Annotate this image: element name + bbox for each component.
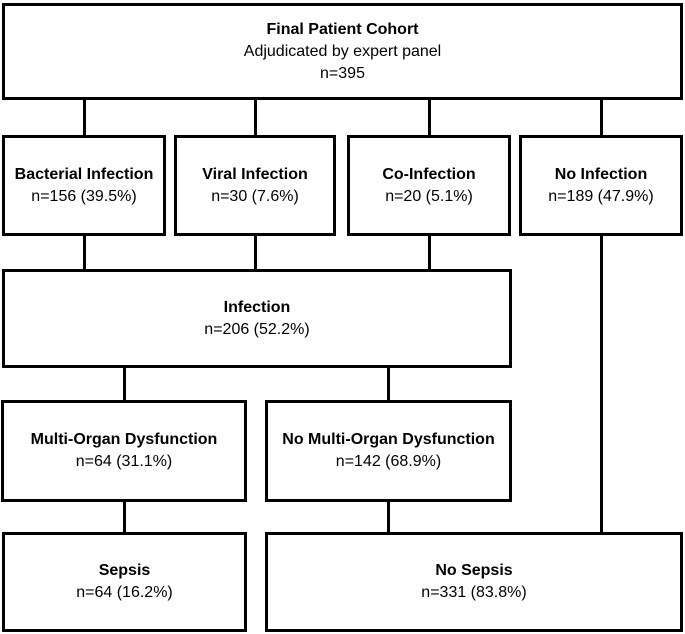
node-count: n=331 (83.8%)	[421, 584, 527, 601]
node-title: Sepsis	[98, 562, 151, 579]
connector-mod-to-sepsis	[122, 500, 126, 534]
node-viral-infection: Viral Infection n=30 (7.6%)	[174, 135, 336, 236]
node-title: Final Patient Cohort	[266, 20, 419, 38]
connector-cohort-to-noinfection	[599, 99, 603, 137]
connector-cohort-to-bacterial	[82, 99, 86, 137]
node-title: Multi-Organ Dysfunction	[30, 431, 218, 448]
node-count: n=20 (5.1%)	[385, 187, 473, 205]
node-multi-organ-dysfunction: Multi-Organ Dysfunction n=64 (31.1%)	[1, 400, 247, 502]
connector-cohort-to-coinfection	[427, 99, 431, 137]
node-title: Infection	[223, 298, 291, 316]
node-subtitle: Adjudicated by expert panel	[243, 42, 442, 60]
connector-infection-to-mod	[122, 366, 126, 402]
node-count: n=189 (47.9%)	[548, 187, 654, 205]
node-co-infection: Co-Infection n=20 (5.1%)	[347, 135, 511, 236]
node-count: n=64 (16.2%)	[76, 584, 173, 601]
node-no-sepsis: No Sepsis n=331 (83.8%)	[265, 532, 683, 632]
connector-infection-to-nomod	[386, 366, 390, 402]
node-title: No Infection	[554, 165, 648, 183]
node-count: n=64 (31.1%)	[75, 453, 173, 470]
node-count: n=142 (68.9%)	[335, 453, 442, 470]
node-title: No Sepsis	[435, 562, 513, 579]
node-sepsis: Sepsis n=64 (16.2%)	[2, 532, 247, 632]
connector-cohort-to-viral	[253, 99, 257, 137]
node-infection: Infection n=206 (52.2%)	[2, 269, 512, 368]
connector-viral-to-infection	[253, 235, 257, 271]
connector-noinfection-to-nosepsis	[599, 235, 603, 534]
node-bacterial-infection: Bacterial Infection n=156 (39.5%)	[2, 135, 166, 236]
node-count: n=156 (39.5%)	[31, 187, 137, 205]
node-count: n=206 (52.2%)	[204, 320, 310, 338]
node-no-infection: No Infection n=189 (47.9%)	[519, 135, 683, 236]
node-final-patient-cohort: Final Patient Cohort Adjudicated by expe…	[2, 3, 683, 100]
connector-coinfection-to-infection	[427, 235, 431, 271]
node-title: Viral Infection	[202, 165, 308, 183]
node-no-multi-organ-dysfunction: No Multi-Organ Dysfunction n=142 (68.9%)	[265, 400, 512, 502]
node-title: Bacterial Infection	[14, 165, 154, 183]
node-title: No Multi-Organ Dysfunction	[282, 431, 495, 448]
connector-nomod-to-nosepsis	[386, 500, 390, 534]
node-count: n=395	[320, 64, 365, 82]
node-title: Co-Infection	[382, 165, 476, 183]
node-count: n=30 (7.6%)	[211, 187, 299, 205]
connector-bacterial-to-infection	[82, 235, 86, 271]
